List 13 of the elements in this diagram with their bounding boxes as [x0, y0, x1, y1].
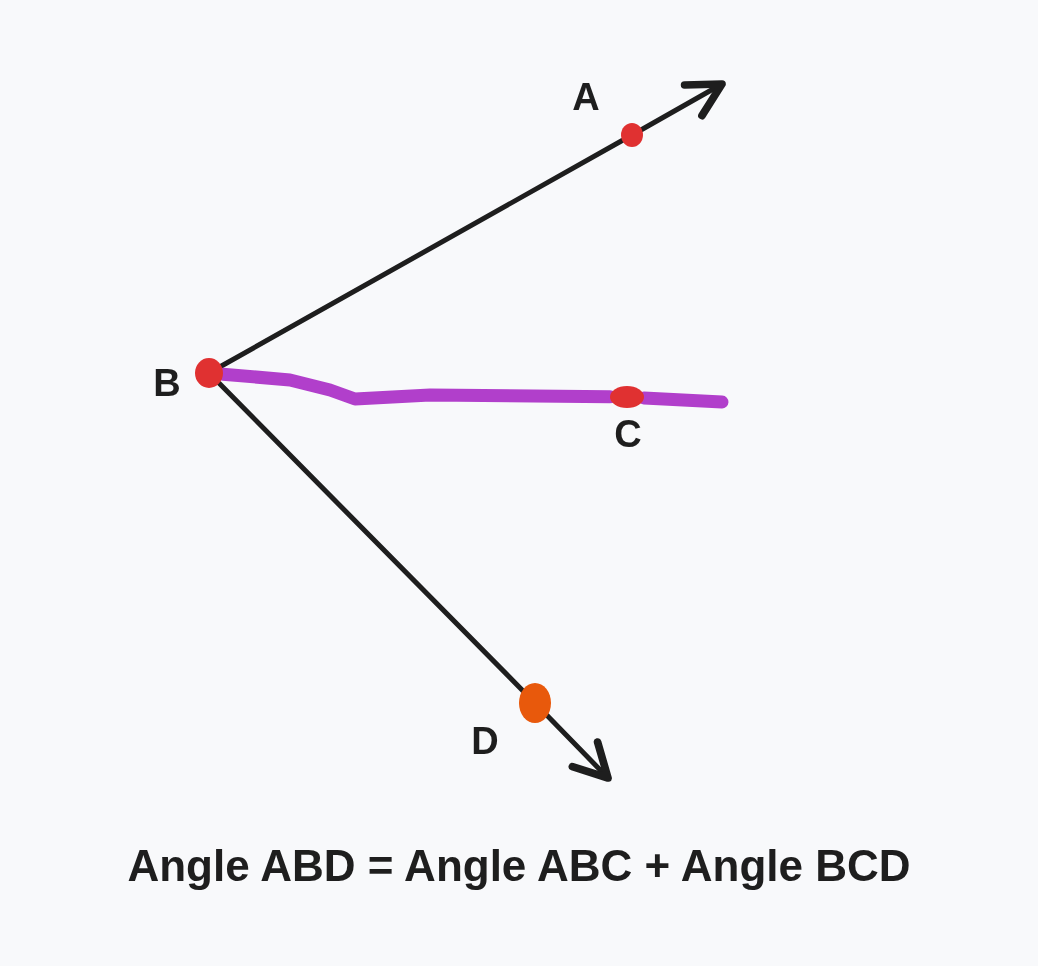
caption: Angle ABD = Angle ABC + Angle BCD [127, 841, 911, 890]
line-segment [218, 138, 625, 369]
point-dot [621, 123, 643, 147]
arrow [639, 80, 726, 132]
point-dot [195, 358, 223, 388]
point-label: C [614, 415, 642, 453]
point-label: B [153, 364, 181, 402]
line-segment [216, 380, 526, 693]
point-dot [519, 683, 551, 723]
arrow [544, 713, 612, 782]
point-label: A [572, 78, 600, 116]
point-label: D [471, 722, 499, 760]
point-dot [610, 386, 644, 408]
